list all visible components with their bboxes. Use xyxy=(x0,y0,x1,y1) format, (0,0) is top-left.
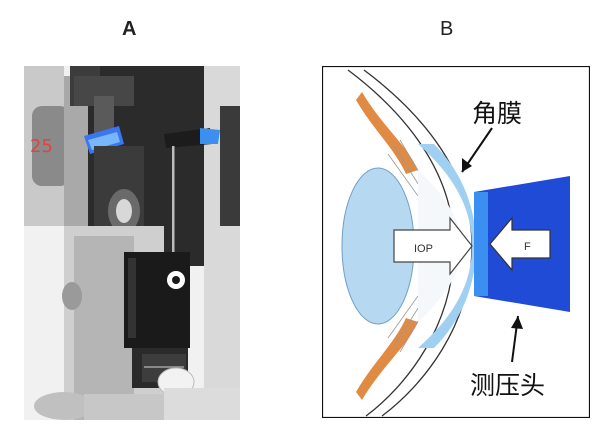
svg-text:25: 25 xyxy=(30,136,53,157)
force-label: F xyxy=(524,241,531,253)
cornea-label: 角膜 xyxy=(472,99,523,128)
panel-b-letter: B xyxy=(440,18,454,40)
tonometer-photo: 25 xyxy=(24,66,240,420)
tonometry-diagram: IOP F xyxy=(322,66,590,418)
iop-arrow: IOP xyxy=(393,216,473,276)
probe-label: 测压头 xyxy=(470,371,546,400)
iop-label: IOP xyxy=(414,243,433,255)
force-arrow: F xyxy=(489,216,551,272)
panel-a-letter: A xyxy=(122,18,137,40)
